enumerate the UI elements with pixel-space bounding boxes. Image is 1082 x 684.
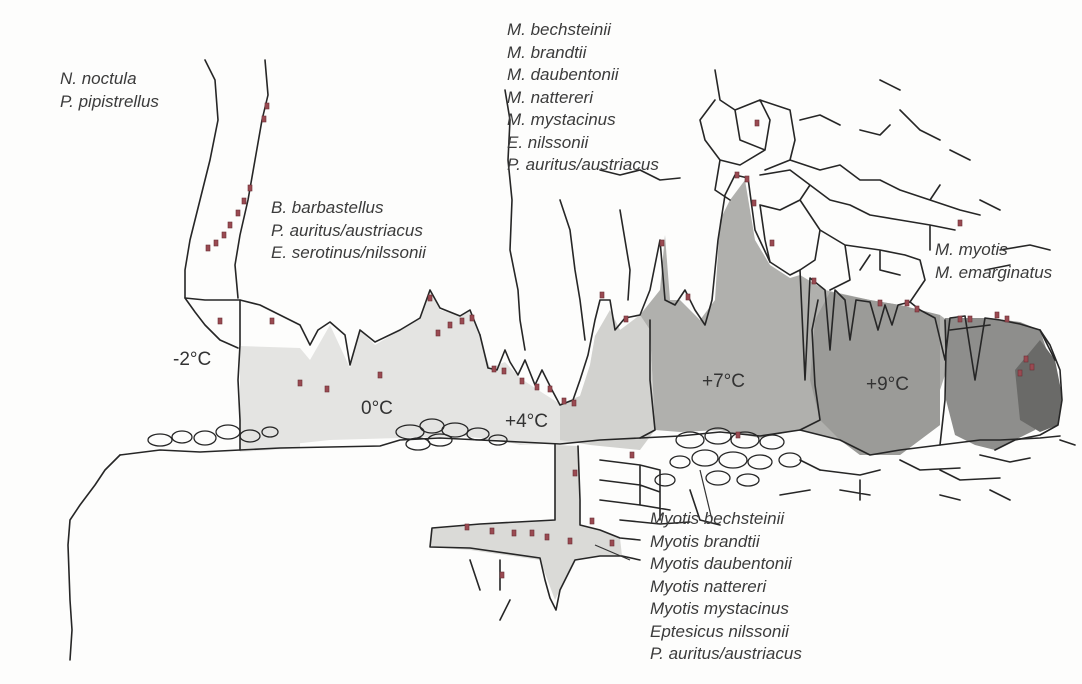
species-label: E. serotinus/nilssonii (271, 242, 426, 265)
species-label: E. nilssonii (507, 132, 659, 155)
species-label: N. noctula (60, 68, 159, 91)
species-label: M. nattereri (507, 87, 659, 110)
species-label: Eptesicus nilssonii (650, 621, 802, 644)
temperature-label-entrance: -2°C (173, 349, 211, 371)
zone-fill-4 (560, 310, 655, 450)
upper-fissure-3 (620, 210, 630, 300)
species-label: Myotis mystacinus (650, 598, 802, 621)
species-group-deep-chamber: M. myotis M. emarginatus (935, 239, 1052, 284)
temperature-label-inner: +7°C (702, 371, 745, 393)
species-label: Myotis bechsteinii (650, 508, 802, 531)
species-group-entrance-wall: B. barbastellus P. auritus/austriacus E.… (271, 197, 426, 265)
entrance-shaft-right (235, 60, 268, 298)
temperature-label-front: 0°C (361, 398, 393, 420)
species-label: Myotis daubentonii (650, 553, 802, 576)
species-label: B. barbastellus (271, 197, 426, 220)
species-label: M. myotis (935, 239, 1052, 262)
temperature-label-middle: +4°C (505, 411, 548, 433)
species-group-entrance-top: N. noctula P. pipistrellus (60, 68, 159, 113)
species-label: P. auritus/austriacus (507, 154, 659, 177)
species-label: P. auritus/austriacus (650, 643, 802, 666)
species-label: M. bechsteinii (507, 19, 659, 42)
species-group-lower-crevices: Myotis bechsteinii Myotis brandtii Myoti… (650, 508, 802, 666)
upper-fissure-central-2 (560, 200, 585, 340)
species-label: P. pipistrellus (60, 91, 159, 114)
outer-slope (68, 455, 120, 660)
species-label: M. brandtii (507, 42, 659, 65)
entrance-ledge (185, 298, 238, 348)
species-label: M. emarginatus (935, 262, 1052, 285)
species-label: Myotis brandtii (650, 531, 802, 554)
species-label: P. auritus/austriacus (271, 220, 426, 243)
species-label: M. mystacinus (507, 109, 659, 132)
species-group-central-ceiling: M. bechsteinii M. brandtii M. daubentoni… (507, 19, 659, 177)
temperature-label-deep: +9°C (866, 374, 909, 396)
species-label: M. daubentonii (507, 64, 659, 87)
species-label: Myotis nattereri (650, 576, 802, 599)
entrance-lower-wall (238, 300, 240, 450)
